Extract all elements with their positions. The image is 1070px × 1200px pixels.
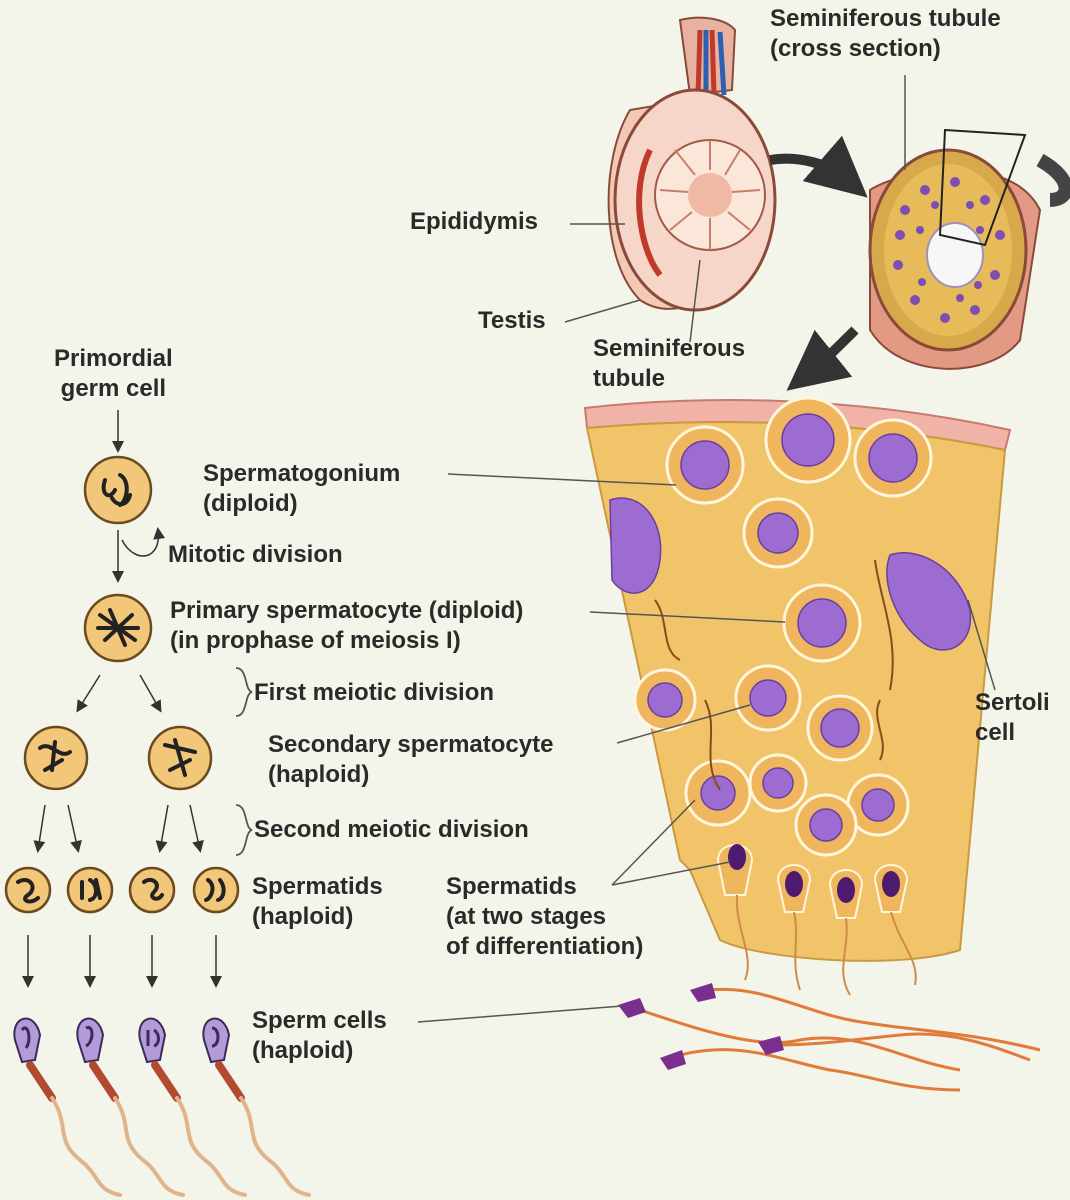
spermatid-cell-3 [128, 866, 176, 914]
chromosomes [16, 473, 226, 904]
label-spermatids-haploid: Spermatids(haploid) [252, 873, 383, 930]
label-spermatogonium: Spermatogonium(diploid) [203, 460, 401, 517]
leader-lines [417, 75, 996, 1023]
sperm-cells-left [13, 1017, 311, 1197]
label-seminiferous-tubule-cross-section: Seminiferous tubule(cross section) [770, 5, 1001, 62]
released-sperm [618, 983, 1041, 1092]
label-secondary-spermatocyte: Secondary spermatocyte(haploid) [268, 731, 554, 788]
spermatid-cell-4 [192, 866, 240, 914]
spermatid-cell-1 [4, 866, 52, 914]
arrow-tubule-to-wall [786, 326, 859, 391]
first-division-brace [235, 667, 253, 717]
label-epididymis: Epididymis [410, 208, 539, 235]
tubule-cross-section [868, 128, 1070, 370]
magnified-region-box [938, 128, 1027, 247]
label-first-meiotic-division: First meiotic division [254, 679, 495, 706]
arrow-testis-to-tubule [769, 135, 868, 198]
label-second-meiotic-division: Second meiotic division [254, 816, 529, 843]
testis-illustration [607, 16, 777, 312]
label-mitotic-division: Mitotic division [168, 541, 343, 568]
tubule-wall-magnified [583, 396, 1012, 996]
spermatid-cell-2 [66, 866, 114, 914]
lineage-cells [4, 455, 240, 914]
spermatogonium-cell [83, 455, 153, 525]
second-division-brace [235, 804, 253, 856]
label-sperm-cells: Sperm cells(haploid) [252, 1007, 387, 1064]
secondary-spermatocyte-cell-1 [23, 725, 89, 791]
lineage-arrows [22, 410, 222, 988]
label-testis: Testis [478, 307, 546, 334]
label-primary-spermatocyte: Primary spermatocyte (diploid)(in propha… [170, 597, 524, 654]
